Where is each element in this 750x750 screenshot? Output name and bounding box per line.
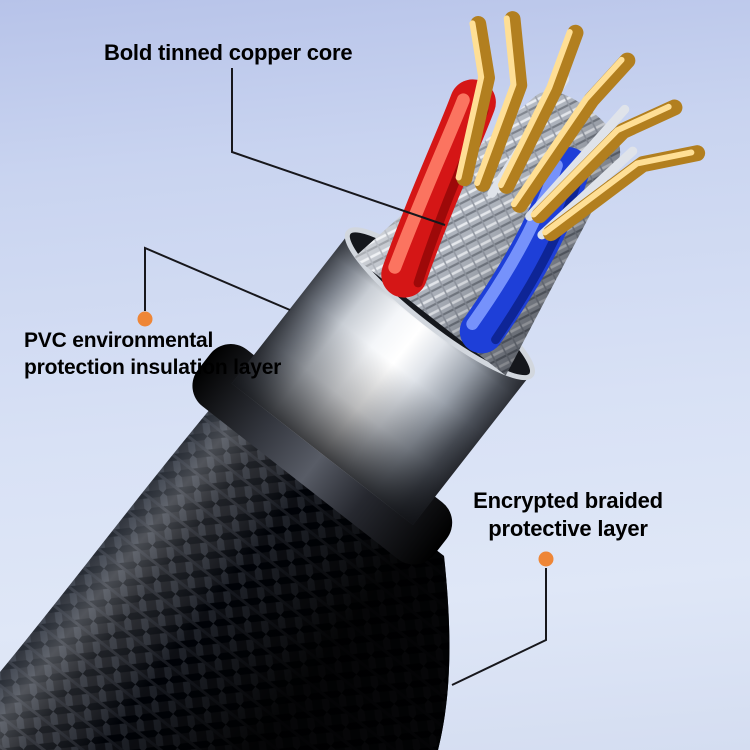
pvc-layer-dot [137, 311, 153, 327]
copper-core-label: Bold tinned copper core [104, 40, 353, 65]
braided-layer-label: Encrypted braided protective layer [455, 487, 681, 543]
copper-strand-highlights [455, 15, 695, 236]
cable-core-assembly [192, 11, 706, 565]
braided-layer-leader-line [451, 568, 547, 686]
braided-layer-dot [538, 551, 554, 567]
pvc-layer-label-line2: protection insulation layer [24, 356, 282, 379]
pvc-layer-label-line1: PVC environmental [24, 329, 214, 352]
insulation-cylinder [231, 232, 532, 526]
pvc-layer-leader-line [144, 246, 291, 311]
braided-layer-label-line1: Encrypted braided [473, 488, 663, 513]
copper-strands [455, 11, 706, 242]
pvc-layer-label: PVC environmental protection insulation … [24, 327, 281, 381]
braided-layer-label-line2: protective layer [488, 516, 648, 541]
copper-core-leader-line [231, 68, 446, 226]
callout-leaders [137, 68, 554, 686]
